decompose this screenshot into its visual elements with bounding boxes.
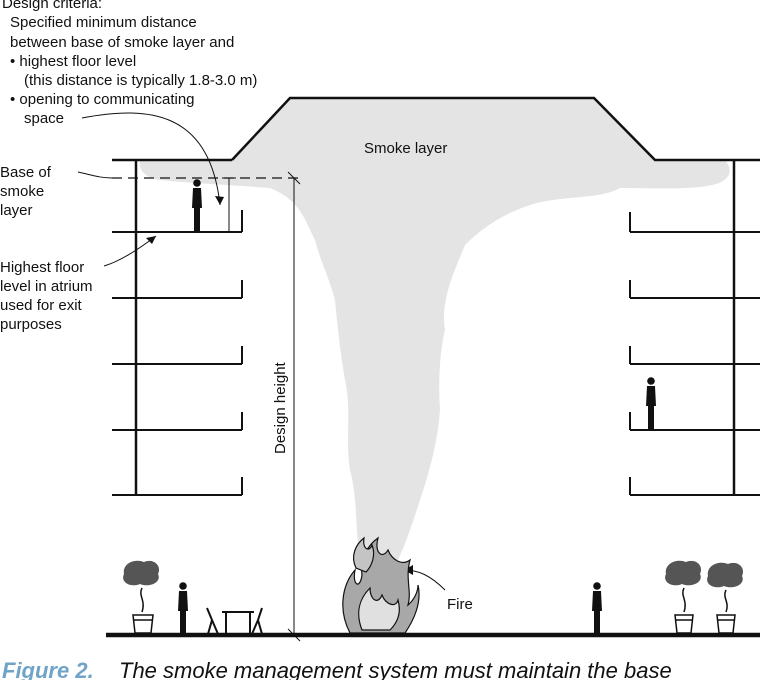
svg-text:level in atrium: level in atrium bbox=[0, 278, 93, 295]
person-right-building bbox=[646, 377, 656, 429]
svg-text:layer: layer bbox=[0, 202, 33, 219]
svg-text:used for exit: used for exit bbox=[0, 297, 83, 314]
svg-text:Base of: Base of bbox=[0, 164, 52, 181]
svg-text:Highest floor: Highest floor bbox=[0, 259, 84, 276]
caption-figure-number: Figure 2. bbox=[2, 658, 94, 680]
criteria-bullet-1-note: (this distance is typically 1.8-3.0 m) bbox=[24, 72, 257, 89]
potted-plant-left bbox=[123, 560, 160, 634]
svg-text:smoke: smoke bbox=[0, 183, 44, 200]
design-height-label: Design height bbox=[272, 361, 289, 454]
criteria-bullet-1: • highest floor level bbox=[10, 53, 136, 70]
smoke-plume bbox=[139, 98, 730, 560]
criteria-bullet-2-cont: space bbox=[24, 110, 64, 127]
caption-text: The smoke management system must maintai… bbox=[119, 658, 672, 680]
highest-floor-label: Highest floor level in atrium used for e… bbox=[0, 259, 93, 333]
criteria-bullet-2: • opening to communicating bbox=[10, 91, 195, 108]
fire-icon bbox=[342, 536, 420, 634]
potted-plant-right-2 bbox=[707, 562, 744, 634]
base-of-smoke-layer-label: Base of smoke layer bbox=[0, 164, 52, 219]
svg-text:purposes: purposes bbox=[0, 316, 62, 333]
design-height-dimension bbox=[287, 171, 301, 642]
design-criteria-block: Design criteria: Specified minimum dista… bbox=[2, 0, 257, 127]
criteria-line-1: Specified minimum distance bbox=[10, 14, 197, 31]
leader-highest bbox=[103, 235, 157, 267]
design-criteria-heading: Design criteria: bbox=[2, 0, 102, 12]
person-ground-left bbox=[178, 582, 188, 633]
arrow-highest bbox=[146, 236, 156, 244]
person-ground-right bbox=[592, 582, 602, 633]
leader-base bbox=[77, 171, 113, 179]
criteria-line-2: between base of smoke layer and bbox=[10, 34, 234, 51]
fire-label: Fire bbox=[447, 596, 473, 613]
left-building bbox=[112, 158, 243, 496]
potted-plant-right-1 bbox=[665, 560, 702, 634]
right-building bbox=[629, 160, 760, 496]
arrow-criteria bbox=[215, 196, 224, 205]
smoke-layer-label: Smoke layer bbox=[364, 140, 447, 157]
figure-caption: Figure 2. The smoke management system mu… bbox=[2, 658, 672, 680]
min-distance-dimension bbox=[222, 177, 236, 233]
table-and-chairs-icon bbox=[206, 607, 263, 635]
atrium-roof bbox=[231, 96, 760, 162]
smoke-layer-shape bbox=[139, 98, 730, 560]
leader-criteria bbox=[81, 112, 221, 206]
person-left-building bbox=[192, 179, 202, 231]
